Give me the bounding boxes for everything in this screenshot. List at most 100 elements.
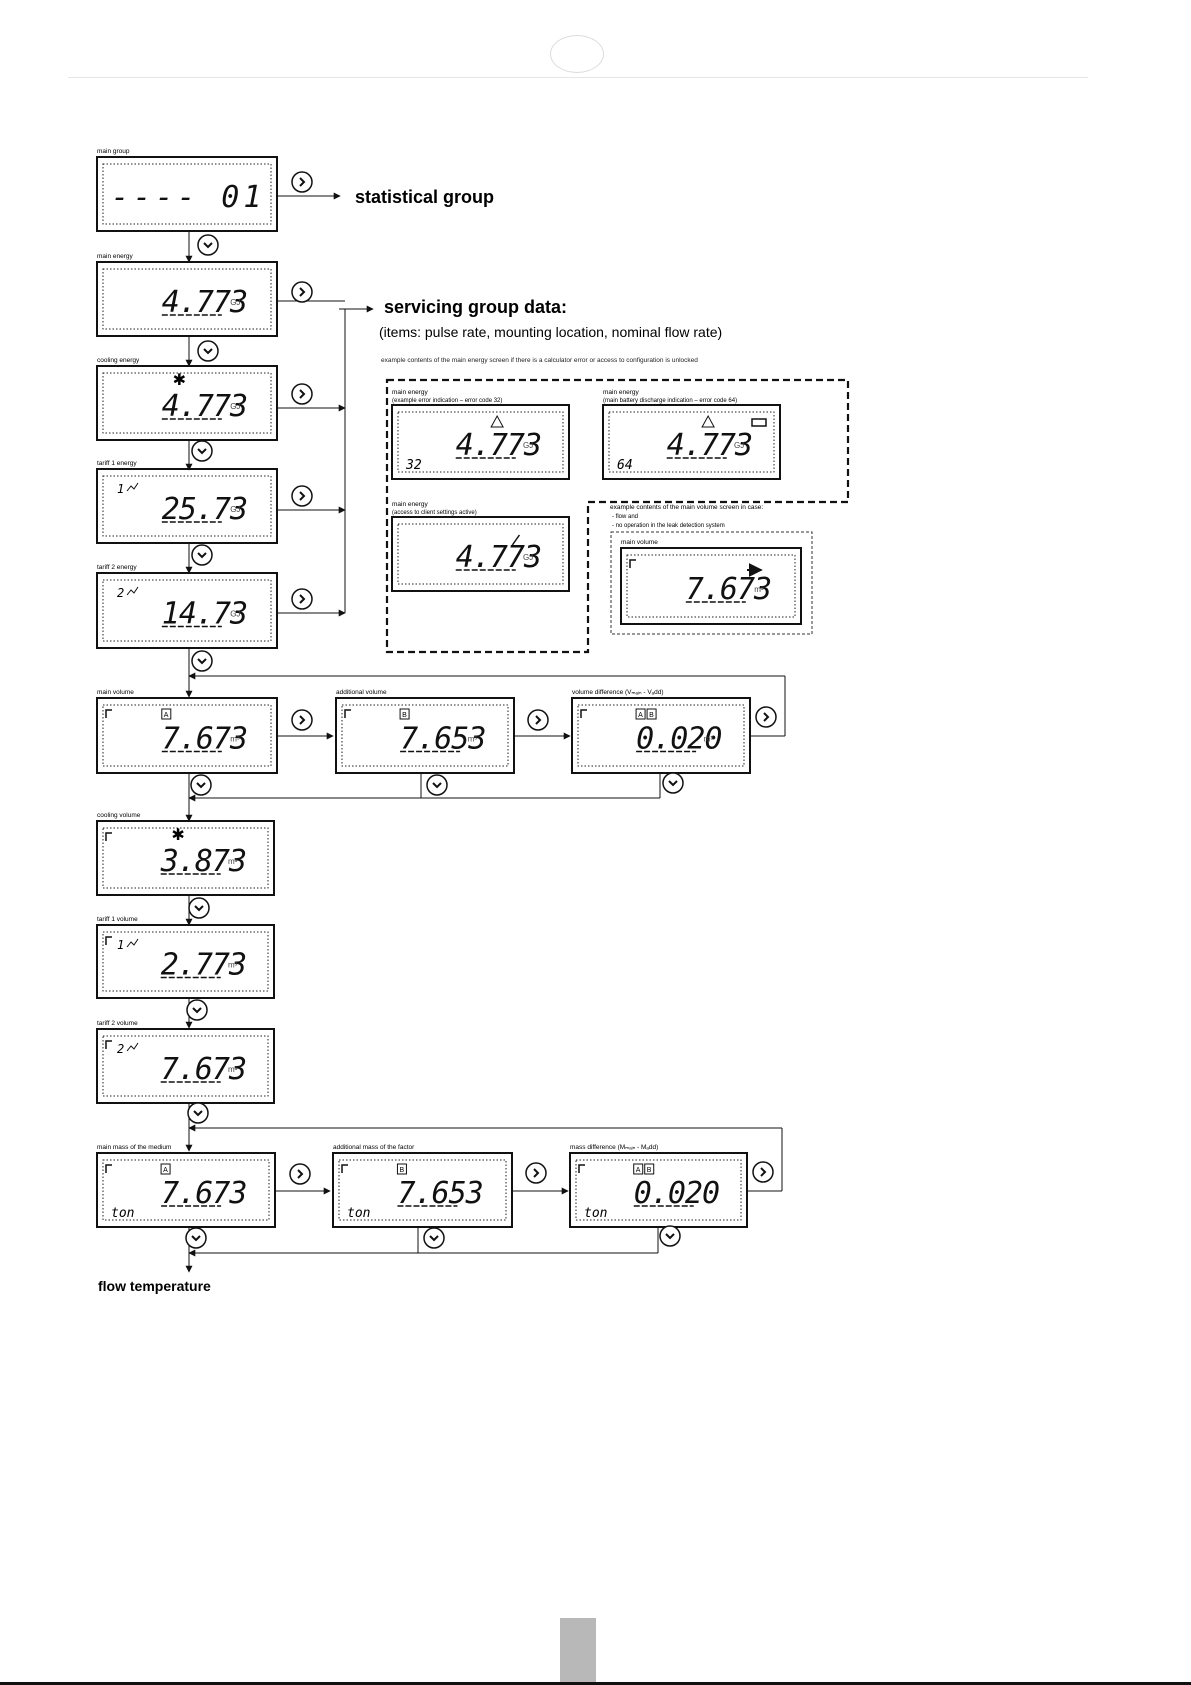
- lcd-frame: [391, 404, 570, 480]
- down-button[interactable]: [188, 897, 210, 919]
- down-button[interactable]: [659, 1225, 681, 1247]
- down-button[interactable]: [191, 544, 213, 566]
- example-frame-volume: [610, 531, 813, 635]
- header-oval: [550, 35, 604, 73]
- screen-err-energy-32: main energy (example error indication – e…: [391, 389, 570, 480]
- down-button[interactable]: [190, 774, 212, 796]
- header-rule: [68, 77, 1088, 78]
- channel-tag-letter: B: [399, 1167, 404, 1174]
- next-button[interactable]: [291, 171, 313, 193]
- chevron-down-icon: [197, 448, 207, 455]
- lcd-frame: [96, 572, 278, 649]
- lcd-unit: m³: [228, 961, 238, 970]
- lcd-value: 7.653: [400, 722, 485, 757]
- screen-label: mass difference (Mₘₐᵢₙ - Mₐdd): [570, 1144, 658, 1151]
- down-button[interactable]: [186, 999, 208, 1021]
- down-button[interactable]: [197, 234, 219, 256]
- lcd-frame: [96, 468, 278, 544]
- chevron-down-icon: [429, 1235, 439, 1242]
- screen-label: main energy: [392, 389, 429, 396]
- flow-mark-icon: [105, 832, 112, 841]
- channel-tag-box: [161, 708, 172, 720]
- lcd-unit: m³: [230, 735, 240, 744]
- lcd-frame: [620, 547, 802, 625]
- lcd-unit: m³: [468, 735, 478, 744]
- lcd-inner-frame: [102, 268, 272, 330]
- next-button[interactable]: [291, 281, 313, 303]
- down-button[interactable]: [662, 772, 684, 794]
- access-key-icon: [511, 534, 521, 546]
- chevron-right-icon: [535, 715, 542, 725]
- next-button[interactable]: [291, 709, 313, 731]
- down-button[interactable]: [423, 1227, 445, 1249]
- lcd-unit: m³: [704, 735, 714, 744]
- chevron-down-icon: [668, 780, 678, 787]
- screen-label: main mass of the medium: [97, 1144, 171, 1151]
- next-button[interactable]: [752, 1161, 774, 1183]
- channel-tag-letter: A: [164, 712, 169, 719]
- next-button[interactable]: [291, 588, 313, 610]
- next-button[interactable]: [527, 709, 549, 731]
- channel-tag-box: [646, 708, 657, 720]
- screen-label: cooling energy: [97, 357, 140, 364]
- screen-label: main energy: [97, 253, 134, 260]
- down-button[interactable]: [185, 1227, 207, 1249]
- lcd-frame: [96, 697, 278, 774]
- lcd-value: 3.873: [160, 844, 246, 879]
- lcd-unit: GJ: [523, 441, 533, 450]
- example-energy-note: example contents of the main energy scre…: [381, 357, 698, 364]
- lcd-frame: [96, 261, 278, 337]
- screen-label: additional mass of the factor: [333, 1144, 415, 1151]
- channel-tag-letter: B: [402, 712, 407, 719]
- down-button[interactable]: [187, 1102, 209, 1124]
- servicing-group-heading: servicing group data:: [384, 297, 567, 317]
- down-button[interactable]: [191, 650, 213, 672]
- lcd-unit: m³: [228, 857, 238, 866]
- bottom-rule: [0, 1682, 1191, 1685]
- lcd-value: 7.673: [162, 722, 247, 757]
- channel-tag-letter: A: [163, 1167, 168, 1174]
- screen-sublabel: (example error indication – error code 3…: [392, 398, 502, 404]
- next-button[interactable]: [755, 706, 777, 728]
- channel-tag-box: [396, 1163, 407, 1175]
- lcd-frame: [96, 924, 275, 999]
- chevron-down-icon: [196, 782, 206, 789]
- example-volume-item-2: - no operation in the leak detection sys…: [612, 523, 725, 529]
- chevron-down-icon: [192, 1007, 202, 1014]
- next-button[interactable]: [291, 485, 313, 507]
- servicing-items-text: (items: pulse rate, mounting location, n…: [379, 324, 722, 340]
- down-button[interactable]: [191, 440, 213, 462]
- lcd-value: 4.773: [456, 540, 541, 575]
- lcd-subtext: 64: [617, 458, 633, 473]
- next-button[interactable]: [291, 383, 313, 405]
- lcd-subtext: ton: [347, 1206, 370, 1221]
- chevron-down-icon: [432, 782, 442, 789]
- lcd-inner-frame: [575, 1159, 742, 1221]
- lcd-unit: GJ: [230, 610, 240, 619]
- screen-label: volume difference (Vₘₐᵢₙ - Vₐdd): [572, 689, 664, 696]
- lcd-frame: [602, 404, 781, 480]
- down-button[interactable]: [426, 774, 448, 796]
- battery-icon: [751, 418, 767, 427]
- chevron-down-icon: [197, 552, 207, 559]
- lcd-inner-frame: [102, 579, 272, 642]
- screen-label: tariff 2 energy: [97, 564, 137, 571]
- down-button[interactable]: [197, 340, 219, 362]
- flow-mark-icon: [629, 559, 636, 568]
- lcd-inner-frame: [397, 411, 564, 473]
- next-button[interactable]: [525, 1162, 547, 1184]
- snowflake-icon: ✱: [173, 372, 186, 389]
- lcd-inner-frame: [626, 554, 796, 618]
- screen-label: tariff 2 volume: [97, 1020, 138, 1027]
- chevron-right-icon: [760, 1167, 767, 1177]
- next-button[interactable]: [289, 1163, 311, 1185]
- lcd-value: 4.773: [162, 285, 247, 320]
- chevron-right-icon: [299, 594, 306, 604]
- lcd-subtext: ton: [111, 1206, 134, 1221]
